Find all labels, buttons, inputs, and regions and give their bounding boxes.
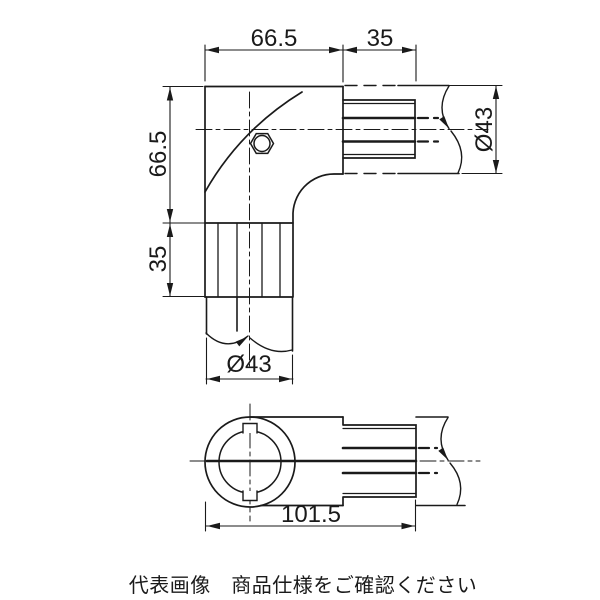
hex-bolt bbox=[249, 132, 275, 155]
clamp-ribs-bottom bbox=[217, 222, 281, 298]
side-spigot-ribs bbox=[205, 427, 439, 495]
dim-label-dia-right: Ø43 bbox=[471, 107, 498, 152]
break-arrow-side bbox=[438, 447, 448, 460]
elbow-body-outline bbox=[204, 85, 416, 298]
pipe-bottom bbox=[205, 296, 294, 353]
side-pipe bbox=[415, 416, 466, 507]
dim-label-top-insert: 35 bbox=[367, 25, 394, 52]
dimensions-front bbox=[162, 44, 503, 385]
dimension-arrows-front bbox=[166, 46, 500, 383]
dim-label-left-insert: 35 bbox=[145, 246, 172, 273]
caption-text: 代表画像 商品仕様をご確認ください bbox=[129, 574, 478, 597]
bore-key-top bbox=[242, 422, 258, 434]
dim-label-left-height: 66.5 bbox=[145, 131, 172, 178]
front-view: 66.5 35 66.5 35 Ø43 Ø43 bbox=[145, 25, 503, 385]
dimensions-side bbox=[204, 499, 417, 532]
break-arrow-bottom bbox=[235, 336, 248, 347]
bore-key-bottom bbox=[242, 490, 258, 502]
spigot-ribs-right bbox=[341, 102, 440, 156]
side-view: 101.5 bbox=[189, 403, 481, 532]
dim-label-overall-length: 101.5 bbox=[281, 501, 341, 528]
dimension-arrows-side bbox=[207, 522, 415, 530]
dim-label-dia-bottom: Ø43 bbox=[226, 351, 271, 378]
break-arrow-right bbox=[439, 116, 449, 129]
centerlines-front bbox=[195, 91, 489, 367]
dim-label-top-width: 66.5 bbox=[251, 25, 298, 52]
pipe-right bbox=[344, 84, 463, 175]
